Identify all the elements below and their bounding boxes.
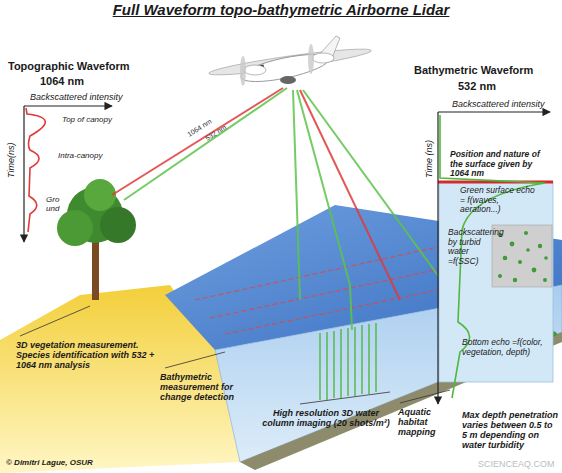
turbid-water-inset: [532, 268, 537, 273]
echo-label: Gro und: [46, 196, 64, 214]
turbid-water-inset: [524, 231, 528, 235]
water-column-imaging: [347, 328, 348, 396]
brackets: [165, 352, 225, 368]
topographic-waveform-curve: [26, 108, 45, 232]
turbid-water-inset: [518, 260, 522, 264]
laser-beams: [350, 285, 352, 330]
water-column-imaging: [333, 331, 334, 398]
panel-heading: Bathymetric Waveform: [414, 64, 533, 76]
laser-beams: [112, 88, 456, 350]
water-column-imaging: [361, 325, 362, 394]
turbid-water-inset: [498, 233, 502, 237]
annotation-text: Backscattering by turbid water =f(SSC): [448, 228, 496, 266]
watermark: SCIENCEAQ.COM: [478, 459, 555, 469]
turbid-water-inset: [513, 278, 517, 282]
water-body: [165, 205, 562, 470]
panel-heading: Topographic Waveform: [8, 60, 130, 72]
topographic-waveform-axes: [24, 105, 112, 106]
tree: [57, 179, 136, 300]
axis-label: Time (ns): [424, 140, 434, 178]
echo-label: Intra-canopy: [58, 152, 102, 161]
water-column-imaging: [354, 327, 355, 396]
water-column-imaging: [368, 324, 369, 394]
laser-beams: [293, 90, 300, 300]
application-note: 3D vegetation measurement. Species ident…: [16, 340, 156, 370]
turbid-water-inset: [544, 256, 548, 260]
application-note: Bathymetric measurement for change detec…: [160, 372, 255, 402]
topographic-waveform-axes: [24, 106, 112, 242]
copyright-note: © Dimitri Lague, OSUR: [6, 459, 93, 468]
brackets: [400, 390, 450, 403]
aircraft: [312, 53, 334, 63]
water-column-imaging: [326, 332, 327, 400]
turbid-water-inset: [498, 274, 502, 278]
axis-label: Time(ns): [6, 143, 16, 178]
turbid-water-inset: [526, 248, 530, 252]
axis-label: Backscattered intensity: [30, 92, 123, 102]
turbid-water-inset: [538, 244, 542, 248]
turbid-water-inset: [492, 225, 552, 287]
application-note: Aquatic habitat mapping: [398, 407, 460, 437]
water-column-imaging: [340, 329, 341, 398]
water-column-imaging: [375, 323, 376, 392]
water-body: [240, 332, 562, 470]
bathymetric-waveform-axes: [438, 111, 550, 112]
scan-lines: [195, 240, 470, 300]
tree: [57, 210, 93, 246]
wavelength-label: 532 nm: [458, 80, 496, 92]
turbid-water-inset: [492, 225, 552, 287]
tree: [92, 235, 99, 300]
annotation-text: Green surface echo = f(waves, aeration..…: [460, 186, 540, 215]
laser-beams: [124, 88, 287, 200]
tree: [100, 207, 136, 243]
laser-beams: [300, 90, 400, 300]
turbid-water-inset: [503, 256, 508, 261]
diagram-title: Full Waveform topo-bathymetric Airborne …: [0, 2, 562, 19]
bathymetric-waveform-axes: [437, 112, 438, 404]
laser-beams: [303, 90, 445, 285]
water-column-imaging: [320, 323, 376, 400]
aircraft: [244, 65, 266, 75]
echo-label: Top of canopy: [62, 116, 112, 125]
application-note: High resolution 3D water column imaging …: [256, 408, 396, 428]
axis-label: Backscattered intensity: [452, 99, 545, 109]
aircraft: [208, 36, 372, 87]
wavelength-label: 1064 nm: [40, 75, 84, 87]
topographic-waveform-curve: [26, 108, 45, 232]
turbid-water-inset: [543, 278, 547, 282]
topographic-waveform-axes: [23, 106, 24, 242]
turbid-water-inset: [498, 231, 548, 282]
aircraft: [240, 56, 246, 86]
laser-beams: [112, 88, 283, 195]
annotation-text: Bottom echo =f(color, vegetation, depth): [462, 338, 556, 357]
tree: [84, 179, 116, 211]
turbid-water-inset: [510, 242, 515, 247]
brackets: [300, 392, 390, 404]
water-column-imaging: [319, 333, 320, 400]
application-note: Max depth penetration varies between 0.5…: [462, 410, 560, 450]
aircraft: [308, 44, 314, 74]
brackets: [20, 306, 90, 336]
bathymetric-panel: Position and nature of the surface given…: [444, 148, 556, 388]
annotation-text: Position and nature of the surface given…: [450, 150, 552, 179]
aircraft: [280, 76, 296, 84]
